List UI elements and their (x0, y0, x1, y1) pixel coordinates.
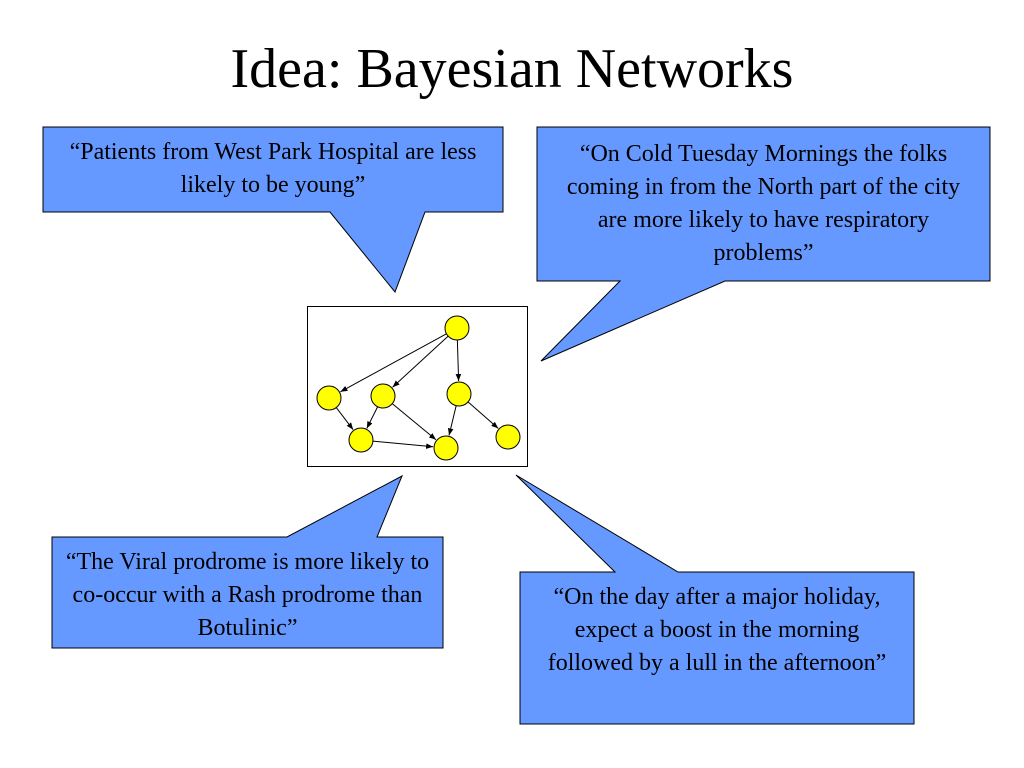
network-edge-n1-n4 (455, 339, 462, 382)
callout-bottom-right-text: “On the day after a major holiday, expec… (547, 584, 887, 676)
callout-bottom-left-shape (51, 474, 444, 649)
callout-top-left-shape (42, 126, 504, 293)
network-edge-n5-n6 (372, 440, 434, 449)
network-edge-n2-n5 (335, 407, 354, 430)
network-graph (316, 315, 521, 461)
network-node-n3 (370, 383, 396, 409)
bayesian-network-diagram (307, 306, 528, 467)
network-node-n4 (446, 381, 472, 407)
network-edge-n4-n7 (467, 401, 499, 429)
network-edges (335, 333, 499, 449)
network-node-n6 (433, 435, 459, 461)
network-edge-n1-n3 (392, 335, 449, 388)
callout-top-right-shape (536, 126, 991, 362)
network-edge-n1-n2 (340, 333, 447, 393)
network-node-n2 (316, 385, 342, 411)
network-edge-n3-n5 (366, 406, 379, 429)
callout-bottom-left-text: “The Viral prodrome is more likely to co… (65, 549, 430, 641)
slide-title: Idea: Bayesian Networks (230, 38, 794, 100)
network-edge-n4-n6 (447, 405, 457, 436)
callout-top-left-text: “Patients from West Park Hospital are le… (69, 139, 477, 198)
network-node-n1 (444, 315, 470, 341)
network-node-n5 (348, 427, 374, 453)
network-node-n7 (495, 424, 521, 450)
network-nodes (316, 315, 521, 461)
network-edge-n3-n6 (391, 403, 437, 441)
callout-top-right-text: “On Cold Tuesday Mornings the folks comi… (566, 141, 961, 266)
callout-bottom-right-shape (515, 474, 915, 725)
